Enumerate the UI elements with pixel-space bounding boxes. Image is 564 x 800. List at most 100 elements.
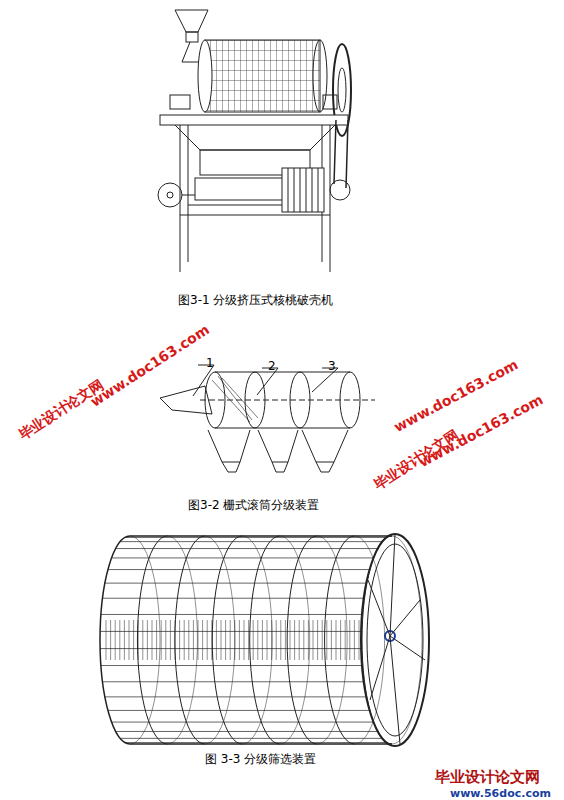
drum-stroke	[193, 620, 194, 660]
drum-stroke	[212, 536, 242, 744]
drum-stroke	[271, 620, 272, 660]
drum-stroke	[175, 536, 205, 744]
drum-stroke	[317, 620, 318, 660]
callout-number: 1	[206, 356, 214, 370]
drum-stroke	[103, 598, 365, 599]
drum-stroke	[108, 569, 370, 570]
drum-stroke	[133, 620, 134, 660]
drum-stroke	[137, 536, 167, 744]
drum-stroke	[100, 648, 362, 649]
drum-stroke	[130, 535, 392, 536]
drum-stroke	[221, 620, 222, 660]
drum-stroke	[253, 620, 254, 660]
drum-stroke	[211, 620, 212, 660]
drum-stroke	[276, 620, 277, 660]
drum-stroke	[101, 665, 363, 666]
drum-stroke	[105, 583, 367, 584]
drum-stroke	[355, 536, 385, 744]
drum-stroke	[225, 620, 226, 660]
drum-stroke	[325, 536, 355, 744]
drum-stroke	[280, 620, 281, 660]
drum-stroke	[125, 537, 387, 538]
drum-stroke	[294, 620, 295, 660]
drum-stroke	[188, 620, 189, 660]
drum-stroke	[248, 620, 249, 660]
drum-stroke	[349, 620, 350, 660]
drum-stroke	[262, 620, 263, 660]
drum-stroke	[130, 743, 392, 744]
drum-stroke	[250, 536, 280, 744]
drum-stroke	[340, 620, 341, 660]
drum-stroke	[326, 620, 327, 660]
drum-stroke	[115, 620, 116, 660]
drum-stroke	[290, 620, 291, 660]
drum-stroke	[308, 620, 309, 660]
drum-stroke	[152, 620, 153, 660]
drum-stroke	[313, 620, 314, 660]
drum-stroke	[257, 620, 258, 660]
drum-stroke	[175, 620, 176, 660]
drum-stroke	[112, 557, 374, 558]
drum-stroke	[129, 620, 130, 660]
drum-stroke	[105, 696, 367, 697]
watermark: 毕业设计论文网	[15, 376, 106, 443]
watermark: 毕业设计论文网	[370, 426, 461, 493]
drum-stroke	[198, 620, 199, 660]
drum-stroke	[100, 536, 130, 744]
callout-number: 2	[268, 359, 276, 373]
drum-stroke	[124, 620, 125, 660]
watermark: www.doc163.com	[87, 321, 212, 410]
drum-stroke	[345, 620, 346, 660]
shelling-machine	[158, 10, 351, 272]
drum-stroke	[285, 620, 286, 660]
drum-stroke	[354, 620, 355, 660]
drum-stroke	[280, 536, 310, 744]
drum-stroke	[299, 620, 300, 660]
drum-stroke	[184, 620, 185, 660]
figure-caption: 图3-2 栅式滚筒分级装置	[188, 498, 319, 512]
drum-stroke	[303, 620, 304, 660]
drum-stroke	[267, 620, 268, 660]
drum-stroke	[116, 731, 378, 732]
drum-stroke	[110, 620, 111, 660]
drum-stroke	[179, 620, 180, 660]
drum-stroke	[202, 620, 203, 660]
figure-caption: 图 3-3 分级筛选装置	[205, 752, 316, 766]
drum-stroke	[142, 620, 143, 660]
drum-stroke	[138, 620, 139, 660]
drum-stroke	[100, 631, 362, 632]
drum-stroke	[156, 620, 157, 660]
drum-stroke	[287, 536, 317, 744]
drum-stroke	[101, 614, 363, 615]
figure-caption: 图3-1 分级挤压式核桃破壳机	[178, 293, 333, 307]
grate-drum-grading	[160, 365, 375, 472]
drum-stroke	[116, 548, 378, 549]
drum-stroke	[392, 536, 422, 744]
drum-stroke	[120, 541, 382, 542]
drum-stroke	[108, 710, 370, 711]
drum-stroke	[234, 620, 235, 660]
site-logo: www.56doc.com	[450, 787, 551, 800]
drum-stroke	[216, 620, 217, 660]
drum-stroke	[317, 536, 347, 744]
drum-stroke	[205, 536, 235, 744]
drum-stroke	[362, 536, 392, 744]
drum-stroke	[112, 722, 374, 723]
drum-stroke	[147, 620, 148, 660]
drum-stroke	[359, 620, 360, 660]
drum-stroke	[244, 620, 245, 660]
drum-stroke	[336, 620, 337, 660]
drum-stroke	[106, 620, 107, 660]
drum-stroke	[322, 620, 323, 660]
drum-stroke	[165, 620, 166, 660]
drum-stroke	[170, 620, 171, 660]
screening-drum	[100, 534, 429, 746]
drum-stroke	[130, 536, 160, 744]
site-logo: 毕业设计论文网	[435, 768, 540, 786]
drum-stroke	[119, 620, 120, 660]
drum-stroke	[125, 742, 387, 743]
drum-stroke	[120, 738, 382, 739]
drum-stroke	[239, 620, 240, 660]
drum-stroke	[207, 620, 208, 660]
drum-stroke	[167, 536, 197, 744]
